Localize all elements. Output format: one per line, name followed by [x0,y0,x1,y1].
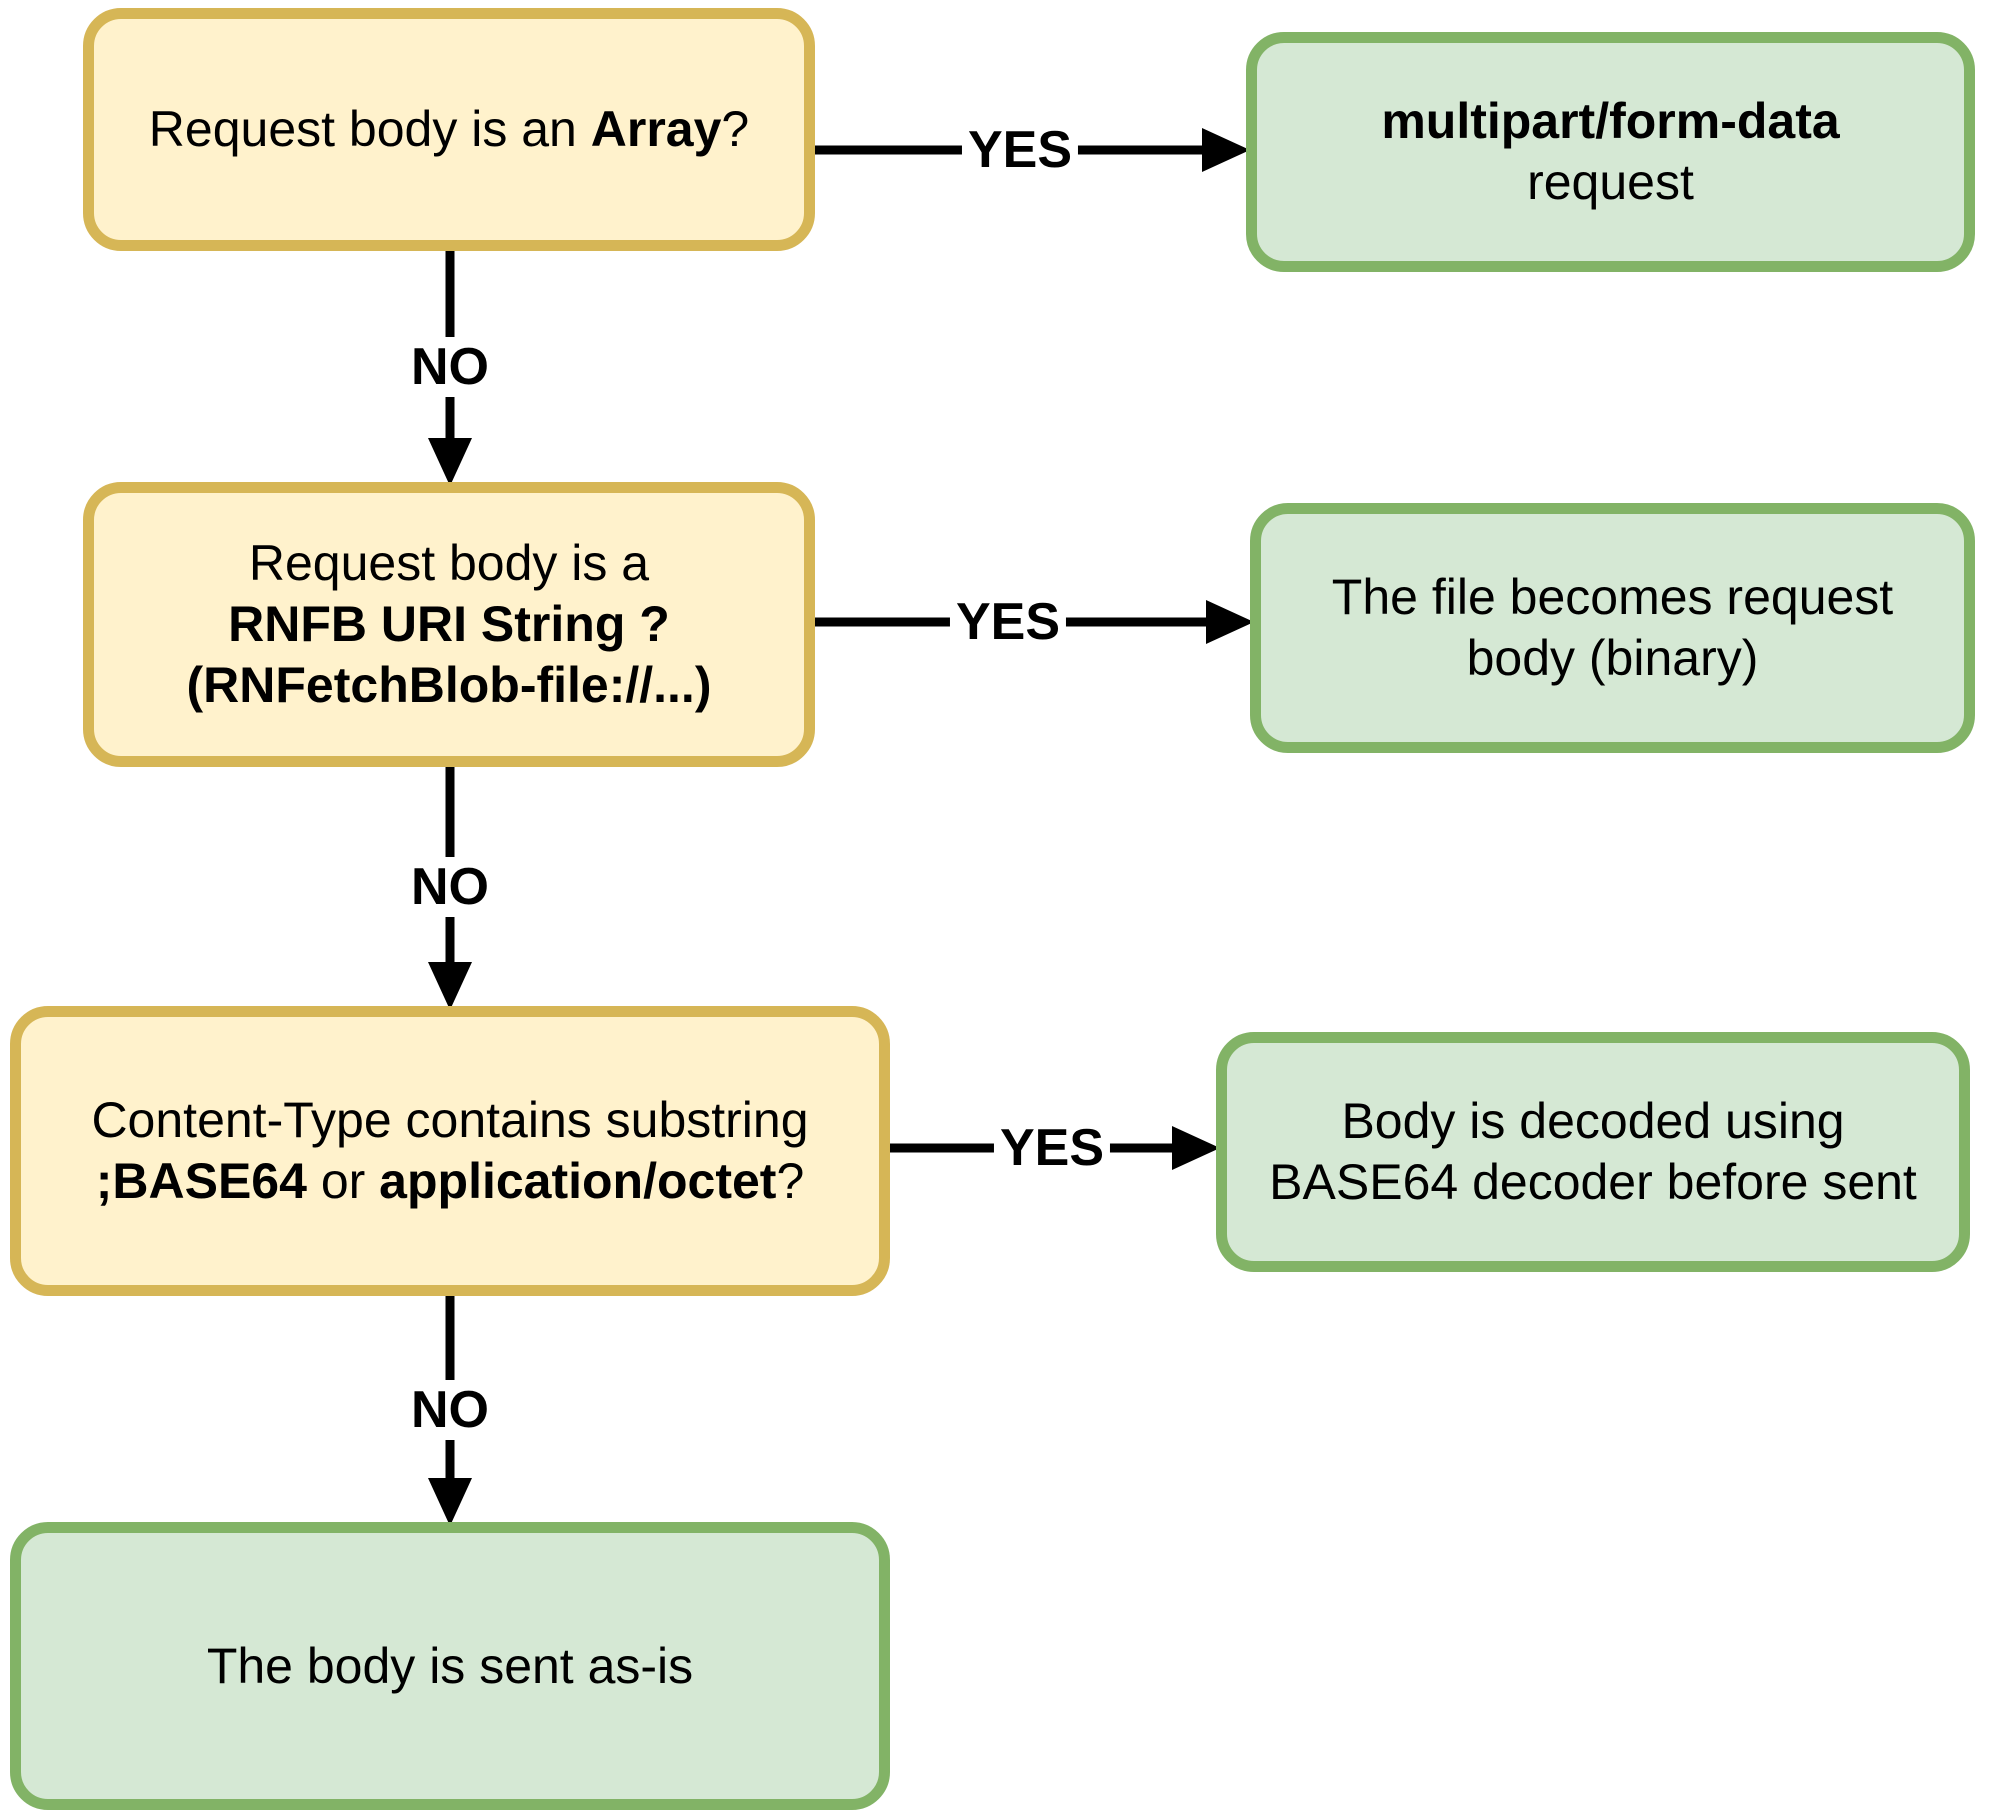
edge-label-yes-2: YES [949,592,1067,652]
edge-label-no-1: NO [405,337,495,397]
edge-label-no-2: NO [405,857,495,917]
edge-label-yes-3: YES [993,1118,1111,1178]
edge-label-yes-1: YES [961,120,1079,180]
edge-label-no-3: NO [405,1380,495,1440]
node-body-sent-as-is: The body is sent as-is [10,1522,890,1810]
node-request-body-is-array: Request body is an Array? [83,8,815,251]
node-content-type-contains-base64: Content-Type contains substring;BASE64 o… [10,1006,890,1296]
